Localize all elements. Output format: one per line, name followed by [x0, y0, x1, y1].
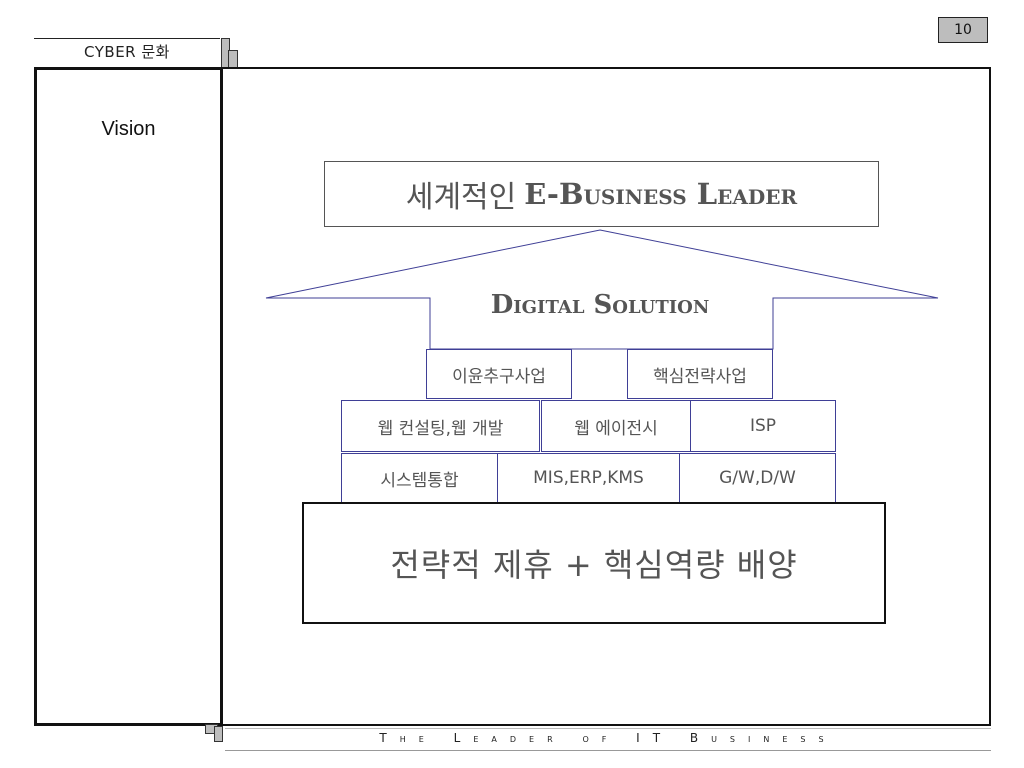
goal-box: 세계적인 E-Business Leader [324, 161, 879, 227]
up-arrow [265, 229, 939, 350]
service-isp: ISP [690, 400, 836, 452]
left-panel-label: Vision [101, 118, 156, 140]
left-panel [34, 67, 223, 726]
service-consulting: 웹 컨설팅,웹 개발 [341, 400, 540, 452]
footer-tagline: The Leader of IT Business [379, 731, 837, 745]
goal-text-ko: 세계적인 [405, 180, 517, 215]
goal-text-en: E-Business Leader [524, 177, 798, 211]
footer-rule-top [225, 728, 991, 729]
main-panel [221, 67, 991, 726]
service-gw: G/W,D/W [679, 453, 836, 503]
section-tab: CYBER 문화 [34, 38, 220, 64]
service-agency: 웹 에이전시 [541, 400, 691, 452]
corner-tab-bottom-small [214, 726, 223, 742]
business-profit: 이윤추구사업 [426, 349, 572, 399]
foundation-box: 전략적 제휴 + 핵심역량 배양 [302, 502, 886, 624]
arrow-label: Digital Solution [490, 290, 710, 320]
service-mis: MIS,ERP,KMS [497, 453, 680, 503]
footer-rule-bottom [225, 750, 991, 751]
page-number: 10 [938, 17, 988, 43]
business-strategic: 핵심전략사업 [627, 349, 773, 399]
service-si: 시스템통합 [341, 453, 498, 503]
